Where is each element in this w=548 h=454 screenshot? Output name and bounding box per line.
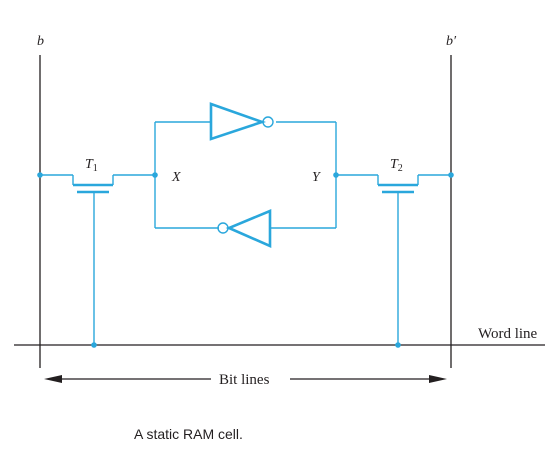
bit-lines-arrow [44, 375, 447, 383]
node-x-label: X [171, 170, 181, 185]
junction-dot-word-t1 [91, 342, 97, 348]
transistor-t1-label: T1 [85, 157, 98, 174]
junction-dot-b [37, 172, 43, 178]
node-y-label: Y [312, 170, 322, 185]
inverter-top [209, 102, 274, 141]
figure-caption: A static RAM cell. [134, 426, 243, 442]
inverter-loop [154, 121, 337, 229]
transistor-t1 [40, 174, 155, 345]
transistor-t2 [336, 174, 451, 345]
junction-dot-word-t2 [395, 342, 401, 348]
junction-dot-b-prime [448, 172, 454, 178]
junction-dot-y [333, 172, 339, 178]
bit-line-right-label: b′ [446, 34, 457, 49]
bit-line-left-label: b [37, 34, 44, 49]
inverter-bottom [217, 209, 272, 248]
transistor-t2-label: T2 [390, 157, 403, 174]
junction-dot-x [152, 172, 158, 178]
word-line-label: Word line [478, 326, 538, 342]
bit-lines-label: Bit lines [219, 372, 270, 388]
